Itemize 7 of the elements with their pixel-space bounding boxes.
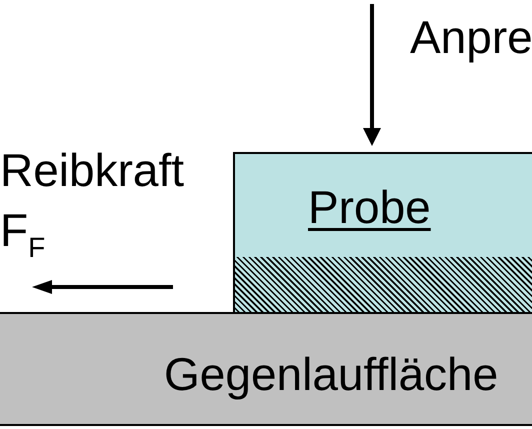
counter-surface-band <box>0 312 532 426</box>
sample-block <box>233 152 532 258</box>
hatched-layer <box>233 257 532 313</box>
sample-label: Probe <box>308 184 431 230</box>
force-label: Reibkraft F$_{F}$ <box>0 143 186 260</box>
surface-label: Gegenlauffläche <box>164 351 498 397</box>
force-label: Anpre <box>410 14 532 60</box>
